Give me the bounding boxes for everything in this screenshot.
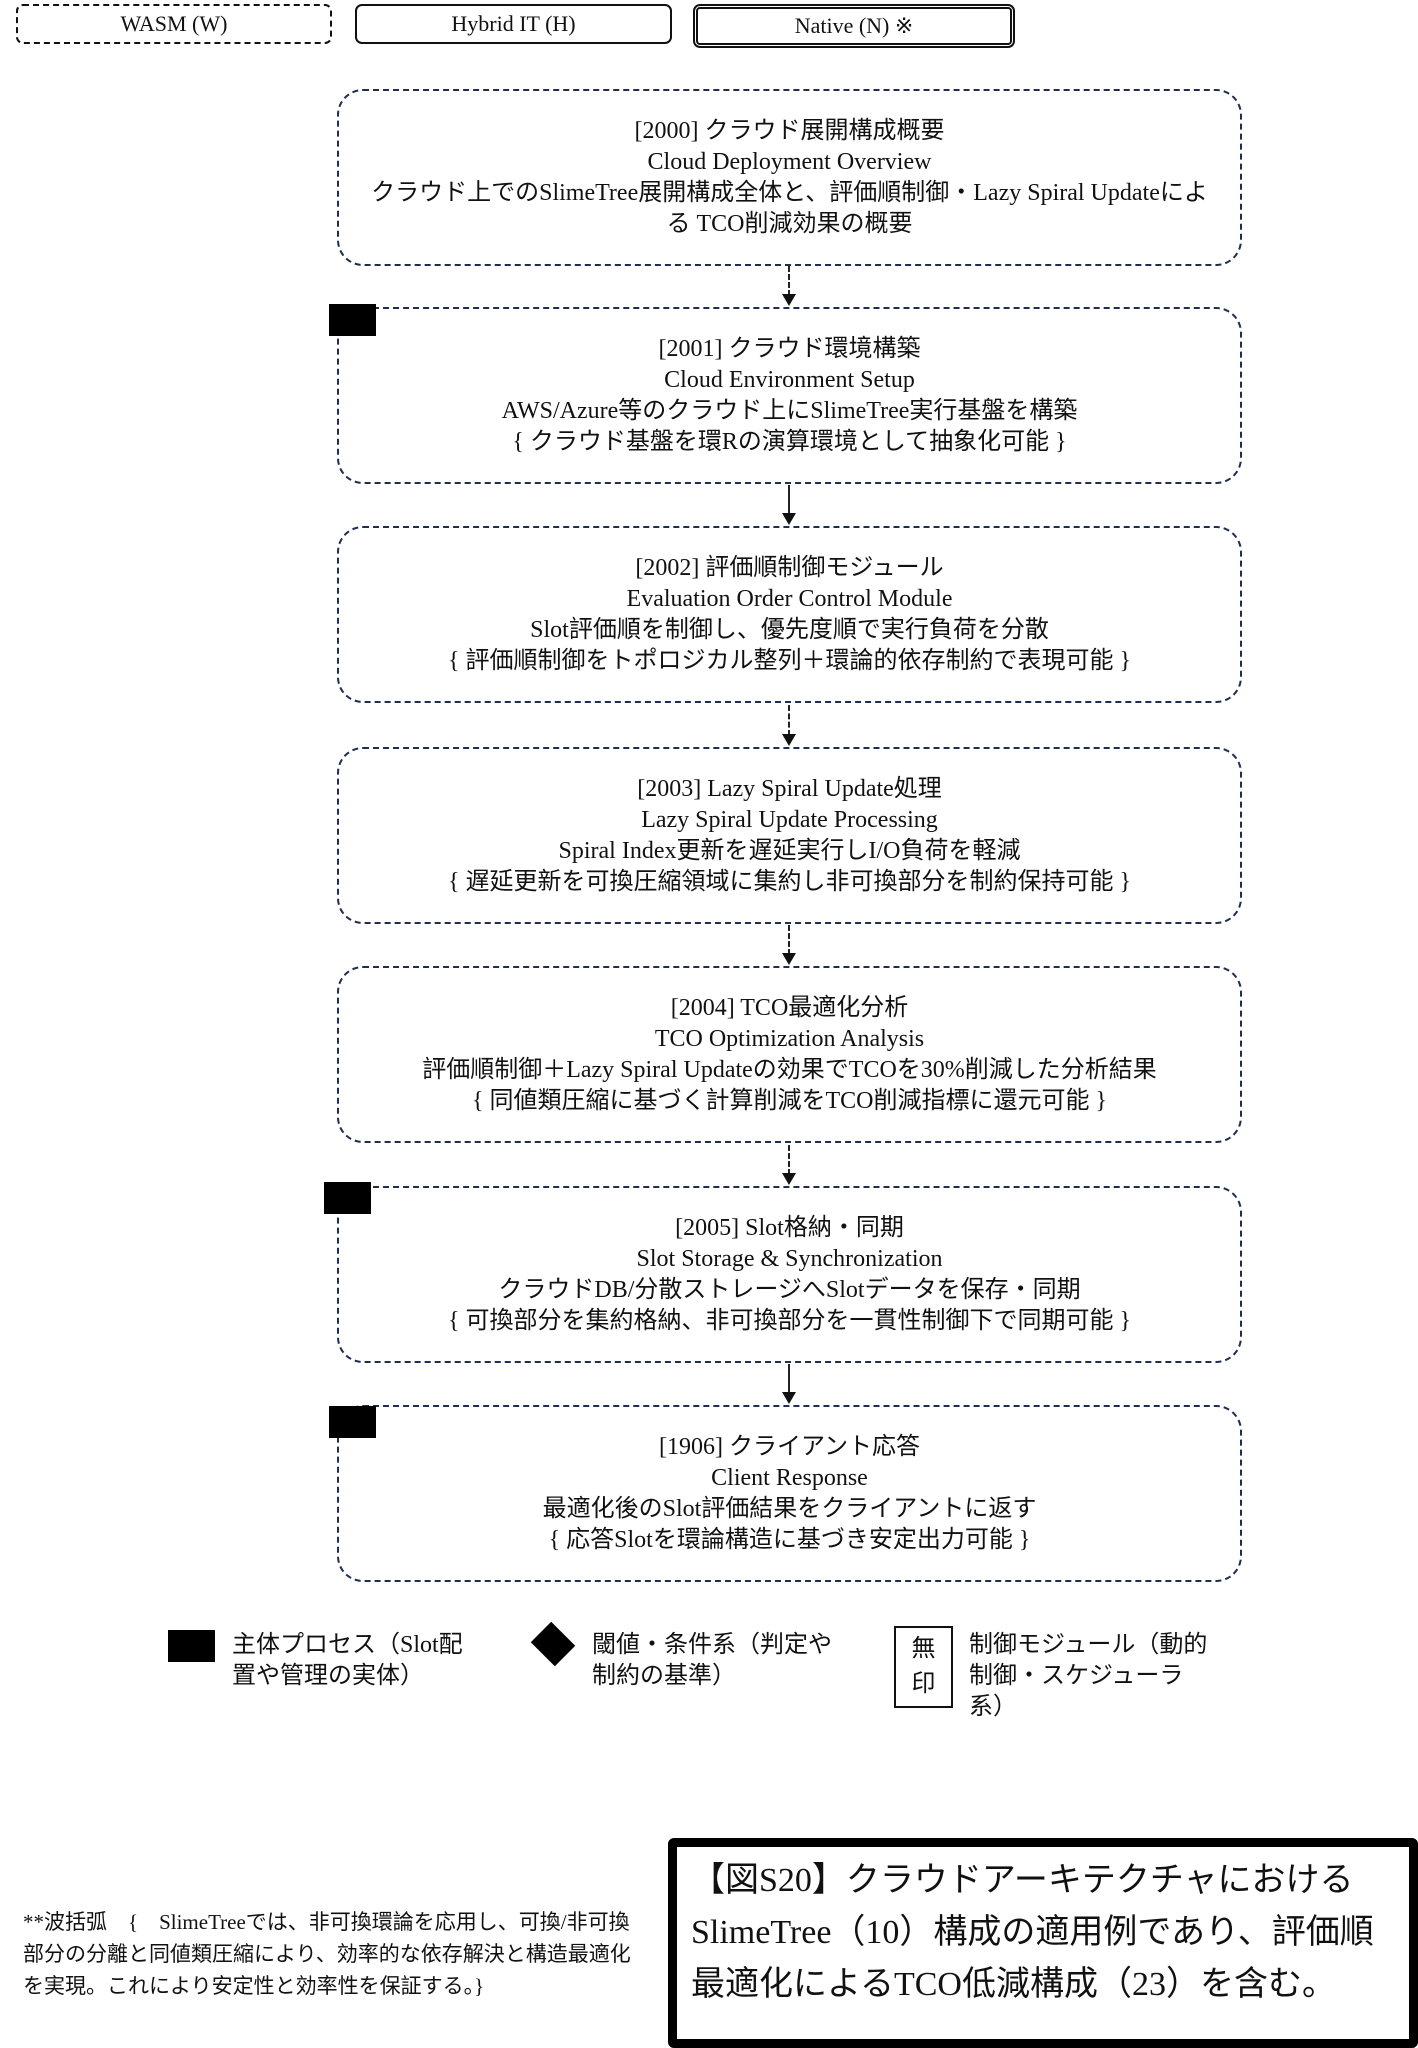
- step-note: { 遅延更新を可換圧縮領域に集約し非可換部分を制約保持可能 }: [447, 868, 1132, 895]
- main-process-marker: [324, 1182, 371, 1214]
- footnote: **波括弧 { SlimeTreeでは、非可換環論を応用し、可換/非可換部分の分…: [23, 1910, 631, 1998]
- step-note: { 応答Slotを環論構造に基づき安定出力可能 }: [548, 1526, 1031, 1553]
- step-english: Slot Storage & Synchronization: [636, 1245, 943, 1272]
- step-2003: [2003] Lazy Spiral Update処理 Lazy Spiral …: [337, 747, 1242, 924]
- step-description: クラウドDB/分散ストレージへSlotデータを保存・同期: [498, 1276, 1081, 1303]
- step-1906: [1906] クライアント応答 Client Response 最適化後のSlo…: [337, 1405, 1242, 1582]
- main-process-marker: [329, 304, 376, 336]
- step-title: [2005] Slot格納・同期: [675, 1214, 904, 1241]
- step-2005: [2005] Slot格納・同期 Slot Storage & Synchron…: [337, 1186, 1242, 1363]
- step-description: Spiral Index更新を遅延実行しI/O負荷を軽減: [558, 837, 1021, 864]
- step-note: { 可換部分を集約格納、非可換部分を一貫性制御下で同期可能 }: [447, 1307, 1132, 1334]
- step-title: [2002] 評価順制御モジュール: [635, 554, 944, 581]
- step-english: TCO Optimization Analysis: [654, 1025, 925, 1052]
- step-note: { 評価順制御をトポロジカル整列＋環論的依存制約で表現可能 }: [447, 647, 1132, 674]
- legend-unmarked-box: 無印: [894, 1626, 953, 1708]
- step-english: Lazy Spiral Update Processing: [641, 806, 938, 833]
- step-title: [1906] クライアント応答: [658, 1433, 921, 1460]
- step-2000: [2000] クラウド展開構成概要 Cloud Deployment Overv…: [337, 89, 1242, 266]
- legend-control-module: 制御モジュール（動的制御・スケジューラ系）: [969, 1632, 1208, 1720]
- step-note: { クラウド基盤を環Rの演算環境として抽象化可能 }: [512, 428, 1067, 455]
- legend-black-square-icon: [168, 1630, 215, 1662]
- step-description: クラウド上でのSlimeTree展開構成全体と、評価順制御・Lazy Spira…: [371, 179, 1208, 237]
- step-english: Client Response: [711, 1464, 868, 1491]
- step-description: Slot評価順を制御し、優先度順で実行負荷を分散: [530, 616, 1049, 643]
- step-2001: [2001] クラウド環境構築 Cloud Environment Setup …: [337, 307, 1242, 484]
- figure-caption: 【図S20】クラウドアーキテクチャにおけるSlimeTree（10）構成の適用例…: [668, 1838, 1418, 2048]
- step-title: [2000] クラウド展開構成概要: [634, 117, 945, 144]
- step-title: [2004] TCO最適化分析: [670, 994, 909, 1021]
- legend-threshold: 閾値・条件系（判定や制約の基準）: [592, 1632, 832, 1689]
- legend-diamond-icon: [530, 1621, 576, 1667]
- step-description: 最適化後のSlot評価結果をクライアントに返す: [542, 1495, 1037, 1522]
- step-english: Cloud Deployment Overview: [647, 148, 932, 175]
- step-description: AWS/Azure等のクラウド上にSlimeTree実行基盤を構築: [501, 397, 1078, 424]
- step-2004: [2004] TCO最適化分析 TCO Optimization Analysi…: [337, 966, 1242, 1143]
- main-process-marker: [329, 1406, 376, 1438]
- tab-hybrid-it[interactable]: Hybrid IT (H): [355, 4, 672, 44]
- step-description: 評価順制御＋Lazy Spiral Updateの効果でTCOを30%削減した分…: [422, 1056, 1157, 1083]
- legend-main-process: 主体プロセス（Slot配置や管理の実体）: [232, 1632, 463, 1689]
- step-note: { 同値類圧縮に基づく計算削減をTCO削減指標に還元可能 }: [471, 1087, 1108, 1114]
- tab-wasm[interactable]: WASM (W): [16, 4, 332, 44]
- step-title: [2001] クラウド環境構築: [658, 335, 921, 362]
- step-title: [2003] Lazy Spiral Update処理: [637, 775, 942, 802]
- tab-native[interactable]: Native (N) ※: [693, 4, 1015, 48]
- step-english: Cloud Environment Setup: [664, 366, 915, 393]
- step-english: Evaluation Order Control Module: [626, 585, 953, 612]
- step-2002: [2002] 評価順制御モジュール Evaluation Order Contr…: [337, 526, 1242, 703]
